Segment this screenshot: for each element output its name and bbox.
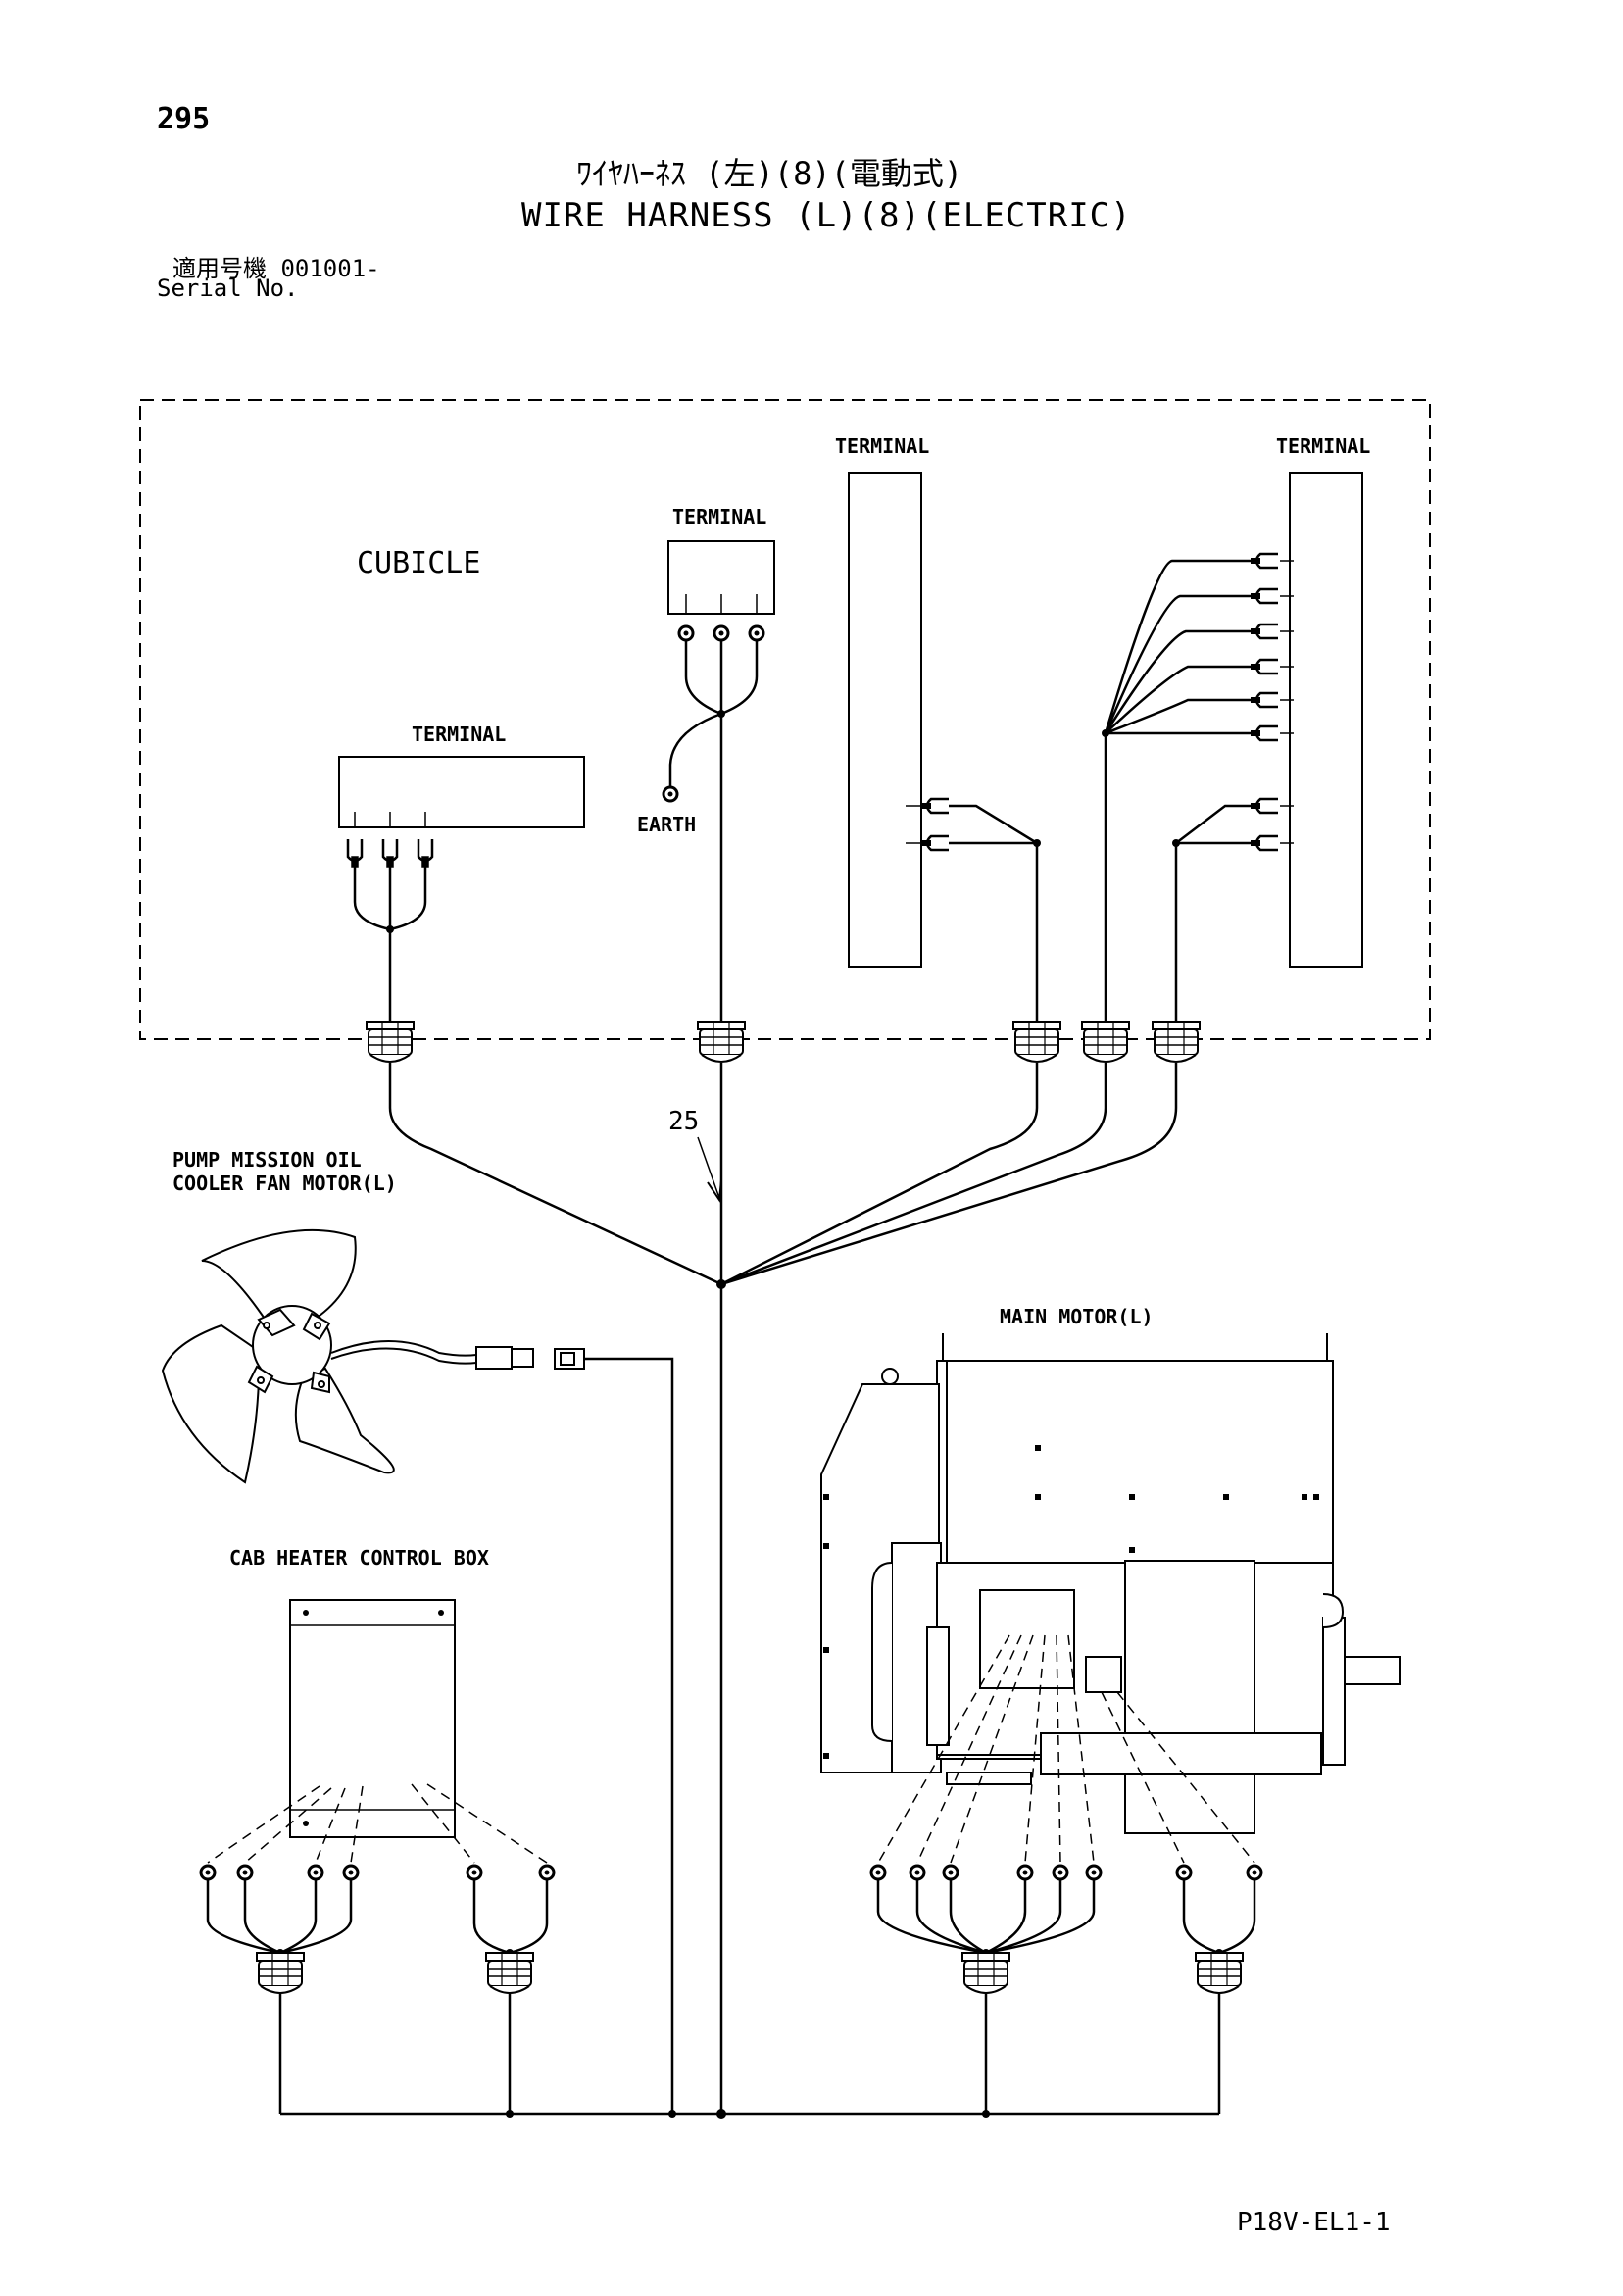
harness-trunk bbox=[388, 1063, 1178, 2114]
wire-center-terminal bbox=[668, 640, 759, 1023]
fan-motor-drawing bbox=[161, 1228, 585, 1484]
main-motor-label: MAIN MOTOR(L) bbox=[1000, 1305, 1154, 1328]
fan-motor-label-line1: PUMP MISSION OIL bbox=[172, 1148, 362, 1172]
grommet-4 bbox=[1081, 1021, 1130, 1063]
terminal-right-a-label: TERMINAL bbox=[835, 434, 929, 458]
terminal-left-label: TERMINAL bbox=[412, 723, 506, 746]
wire-left-terminal bbox=[353, 867, 427, 1023]
terminal-left-lugs bbox=[346, 812, 434, 869]
cab-heater-box bbox=[289, 1599, 456, 1838]
fan-motor-label-line2: COOLER FAN MOTOR(L) bbox=[172, 1172, 397, 1195]
serial-label-japanese: 適用号機 001001- bbox=[172, 255, 380, 282]
grommet-1 bbox=[366, 1021, 415, 1063]
grommet-3 bbox=[1012, 1021, 1061, 1063]
page-number: 295 bbox=[157, 102, 211, 136]
main-motor-drawing bbox=[820, 1333, 1401, 1834]
part-number-label: 25 bbox=[668, 1107, 699, 1136]
terminal-right-b-block bbox=[1289, 472, 1363, 968]
terminal-center-label: TERMINAL bbox=[672, 505, 766, 528]
wire-main-motor bbox=[876, 1879, 1256, 2114]
terminal-left-block bbox=[338, 756, 585, 828]
grommet-2 bbox=[697, 1021, 746, 1063]
title-japanese: ﾜｲﾔﾊｰﾈｽ (左)(8)(電動式) bbox=[576, 155, 963, 192]
wire-right-terminal-b-lower bbox=[1174, 804, 1251, 1023]
wire-fan-motor bbox=[584, 1357, 674, 2114]
grommet-5 bbox=[1152, 1021, 1201, 1063]
cab-heater-leads bbox=[207, 1783, 548, 1864]
serial-label-english: Serial No. bbox=[157, 275, 299, 302]
cab-heater-label: CAB HEATER CONTROL BOX bbox=[229, 1546, 489, 1570]
cubicle-label: CUBICLE bbox=[357, 546, 480, 580]
terminal-right-b-label: TERMINAL bbox=[1276, 434, 1370, 458]
cubicle-boundary bbox=[139, 399, 1431, 1040]
drawing-code: P18V-EL1-1 bbox=[1237, 2208, 1391, 2237]
wire-right-terminal-b-upper bbox=[1104, 559, 1251, 1023]
main-motor-leads bbox=[877, 1634, 1255, 1864]
title-english: WIRE HARNESS (L)(8)(ELECTRIC) bbox=[521, 196, 1132, 235]
earth-label: EARTH bbox=[637, 813, 696, 836]
earth-ring bbox=[662, 785, 679, 803]
wire-cab-heater bbox=[206, 1879, 549, 2114]
wire-right-terminal-a bbox=[949, 804, 1039, 1023]
terminal-right-a-block bbox=[848, 472, 922, 968]
